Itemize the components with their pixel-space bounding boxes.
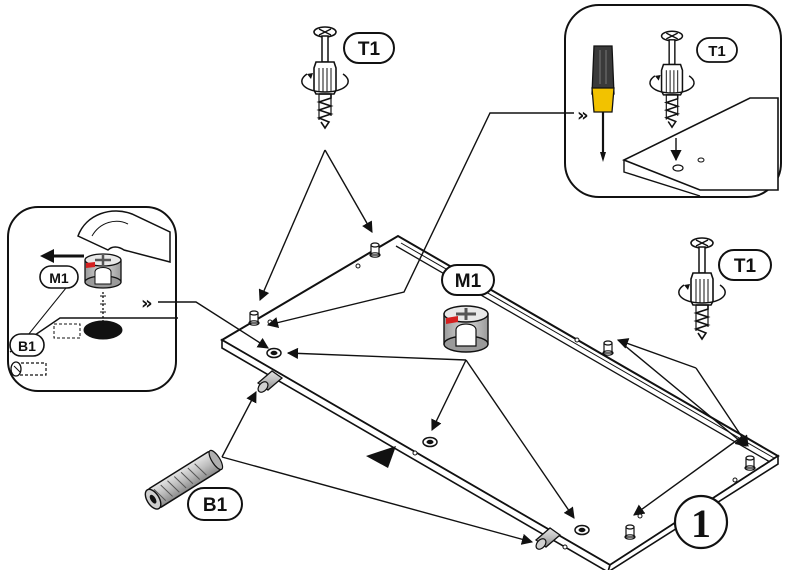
- svg-text:B1: B1: [18, 338, 36, 354]
- svg-text:T1: T1: [358, 39, 381, 60]
- part-label-b1-inset: B1: [9, 333, 45, 357]
- installed-dowels: [256, 370, 562, 550]
- cam-screw-top: [301, 26, 349, 129]
- svg-text:B1: B1: [203, 495, 228, 516]
- svg-text:T1: T1: [734, 256, 757, 277]
- part-label-t1-top: T1: [343, 32, 395, 64]
- svg-text:M1: M1: [455, 271, 482, 292]
- cam-install-detail-inset: M1 B1: [7, 206, 178, 392]
- part-label-m1: M1: [441, 264, 495, 296]
- svg-text:1: 1: [691, 501, 711, 546]
- part-label-t1-inset: T1: [696, 37, 738, 63]
- finger-icon: [77, 210, 171, 263]
- cam-lock-icon: [443, 305, 489, 353]
- cam-screw-right: [678, 237, 726, 340]
- part-label-b1: B1: [187, 487, 243, 521]
- step-number-badge: 1: [673, 494, 729, 550]
- wooden-dowel-icon: [144, 449, 224, 510]
- svg-text:T1: T1: [708, 43, 726, 60]
- panel: [220, 234, 780, 570]
- callout-pointer-right: »: [577, 105, 589, 126]
- orientation-arrow: [366, 446, 396, 468]
- part-label-m1-inset: M1: [39, 265, 79, 289]
- svg-text:M1: M1: [49, 270, 69, 286]
- screwdriver-icon: [591, 45, 615, 162]
- callout-pointer-left: »: [141, 293, 153, 314]
- screwdriver-detail-inset: T1 »: [564, 4, 782, 198]
- part-label-t1-right: T1: [718, 249, 772, 281]
